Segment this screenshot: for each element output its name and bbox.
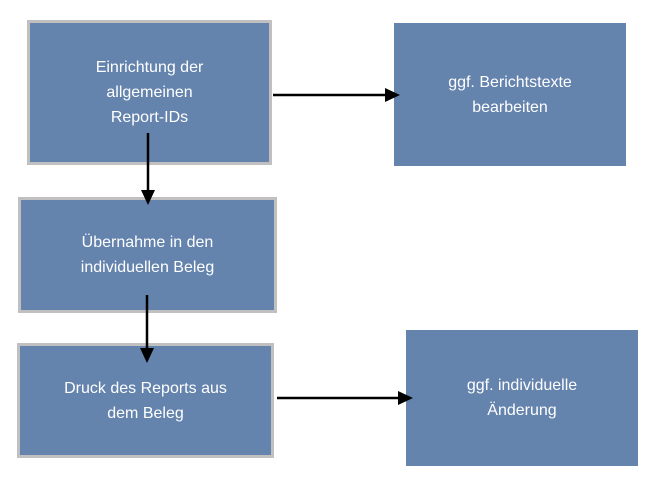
flow-node-druck-reports: Druck des Reports aus dem Beleg — [17, 343, 274, 458]
flow-node-individuelle-aenderung: ggf. individuelle Änderung — [406, 330, 638, 466]
node-text-line: ggf. individuelle — [466, 377, 578, 394]
node-text-line: Druck des Reports aus — [64, 379, 227, 397]
node-text-line: individuellen Beleg — [80, 259, 215, 276]
node-text-line: Report-IDs — [110, 109, 189, 126]
arrow-einrichtung-to-berichtstexte — [273, 88, 400, 102]
flow-node-einrichtung-report-ids: Einrichtung der allgemeinen Report-IDs — [27, 20, 272, 165]
arrow-druck-to-aenderung — [277, 391, 413, 405]
node-text-line: Änderung — [487, 402, 557, 419]
flow-node-berichtstexte-bearbeiten: ggf. Berichtstexte bearbeiten — [394, 23, 626, 166]
node-text-line: allgemeinen — [106, 84, 193, 101]
node-text-line: ggf. Berichtstexte — [448, 73, 572, 91]
node-text-line: dem Beleg — [107, 404, 184, 422]
flow-node-uebernahme-beleg: Übernahme in den individuellen Beleg — [18, 197, 277, 313]
node-text-line: Einrichtung der — [95, 59, 204, 76]
node-text-line: bearbeiten — [472, 98, 548, 116]
node-text-line: Übernahme in den — [81, 234, 214, 251]
